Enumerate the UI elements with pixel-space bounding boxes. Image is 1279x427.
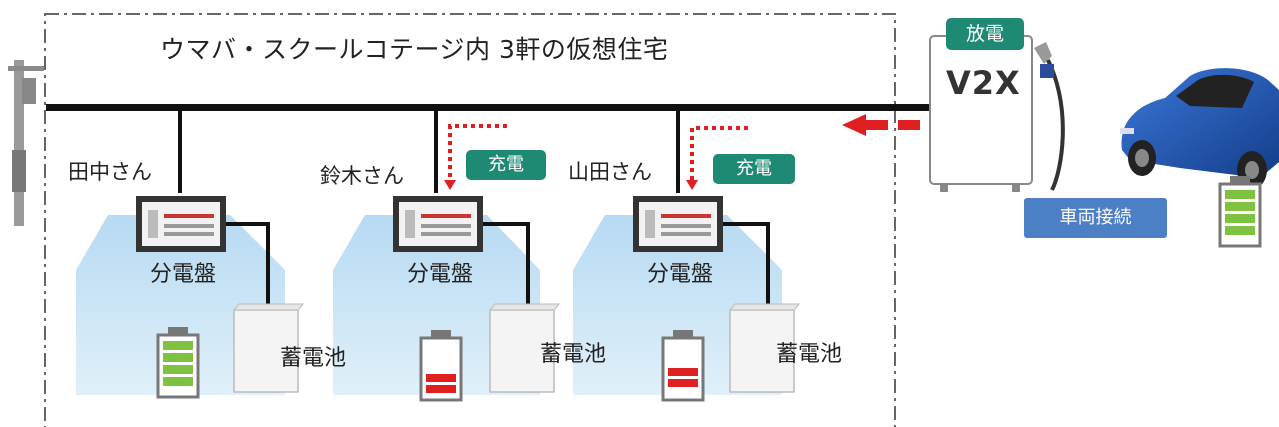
main-power-line (46, 104, 934, 111)
battery-low-icon (419, 330, 463, 402)
distribution-panel-icon (393, 196, 483, 252)
v2x-charger (929, 35, 1065, 192)
panel-label: 分電盤 (647, 262, 714, 287)
v2x-label: V2X (946, 64, 1021, 102)
storage-battery-label: 蓄電池 (540, 342, 607, 367)
house-name-tanaka: 田中さん (68, 160, 152, 184)
vehicle-battery-full-icon (1218, 176, 1262, 248)
enclosure-border (44, 13, 896, 427)
diagram-title: ウマバ・スクールコテージ内 3軒の仮想住宅 (160, 35, 669, 64)
charge-arrow (690, 126, 748, 180)
vehicle-connect-badge: 車両接続 (1024, 198, 1167, 238)
house-name-suzuki: 鈴木さん (320, 164, 404, 188)
panel-label: 分電盤 (150, 262, 217, 287)
distribution-panel-icon (136, 196, 226, 252)
house-shape (76, 215, 285, 395)
storage-battery-unit (232, 303, 305, 393)
storage-battery-label: 蓄電池 (280, 346, 347, 371)
storage-battery-unit (488, 303, 561, 393)
house-shape (333, 215, 540, 395)
storage-battery-label: 蓄電池 (776, 342, 843, 367)
distribution-panel-icon (633, 196, 723, 252)
battery-low-icon (661, 330, 705, 402)
house-name-yamada: 山田さん (568, 160, 652, 184)
charge-badge: 充電 (713, 154, 795, 184)
car-icon (1120, 68, 1279, 189)
battery-full-icon (156, 327, 200, 399)
storage-battery-unit (728, 303, 801, 393)
charge-arrow (448, 124, 507, 180)
discharge-badge: 放電 (946, 18, 1024, 50)
charge-badge: 充電 (466, 150, 546, 180)
panel-label: 分電盤 (407, 262, 474, 287)
utility-pole (8, 60, 44, 226)
